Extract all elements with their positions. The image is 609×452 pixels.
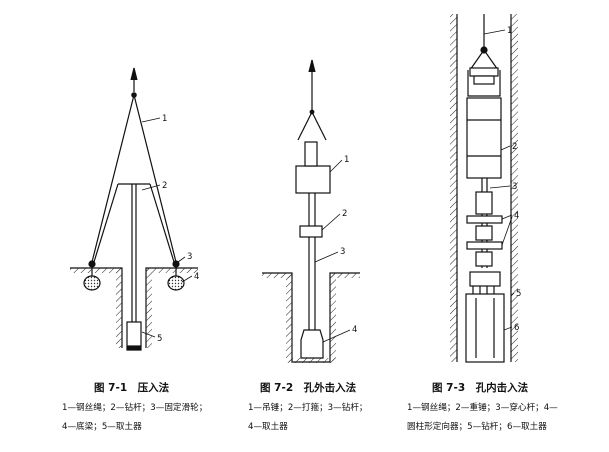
- callout-1-3: 3: [187, 252, 192, 262]
- soil-sampler: [126, 321, 142, 347]
- figure-7-2-external-driving: [262, 59, 360, 363]
- callout-1-2: 2: [162, 181, 167, 191]
- callout-3-1: 1: [507, 26, 512, 36]
- callout-3-3: 3: [512, 182, 517, 192]
- callout-1-4: 4: [194, 272, 199, 282]
- figure-7-1-pressing-method: [70, 67, 198, 351]
- anvil-collar: [299, 225, 323, 238]
- figure-7-1-caption-line-1: 1—钢丝绳；2—钻杆；3—固定滑轮；: [62, 403, 208, 413]
- callout-2-2: 2: [342, 209, 347, 219]
- figure-7-3-internal-driving: [450, 14, 518, 363]
- drop-hammer: [295, 165, 331, 194]
- callout-1-1: 1: [162, 114, 167, 124]
- callout-2-1: 1: [344, 155, 349, 165]
- base-beam-left: [83, 275, 101, 291]
- figure-7-3-caption-line-1: 1—钢丝绳；2—重锤；3—穿心杆；4—: [407, 403, 558, 413]
- cylindrical-guide-upper: [466, 215, 503, 224]
- soil-sampler: [300, 329, 324, 359]
- callout-2-3: 3: [340, 247, 345, 257]
- figure-7-1-caption-line-2: 4—底梁；5—取土器: [62, 422, 142, 432]
- callout-3-5: 5: [516, 289, 521, 299]
- cylindrical-guide-lower: [466, 241, 503, 250]
- wire-rope: [91, 94, 177, 263]
- soil-sampler: [465, 293, 505, 363]
- callout-3-6: 6: [514, 323, 519, 333]
- figure-7-2-caption-line-1: 1—吊锤；2—打箍；3—钻杆；: [248, 403, 368, 413]
- callout-3-2: 2: [512, 142, 517, 152]
- heavy-hammer: [466, 97, 502, 179]
- figure-7-2-caption-line-2: 4—取土器: [248, 422, 288, 432]
- figure-7-2-title: 图 7-2 孔外击入法: [260, 382, 357, 394]
- callout-2-4: 4: [352, 325, 357, 335]
- callout-3-4: 4: [514, 211, 519, 221]
- figure-7-3-title: 图 7-3 孔内击入法: [432, 382, 529, 394]
- figure-7-1-title: 图 7-1 压入法: [94, 382, 170, 394]
- base-beam-right: [167, 275, 185, 291]
- callout-1-5: 5: [157, 334, 162, 344]
- wire-rope: [469, 49, 499, 71]
- figure-7-3-caption-line-2: 圆柱形定向器；5—钻杆；6—取土器: [407, 422, 547, 432]
